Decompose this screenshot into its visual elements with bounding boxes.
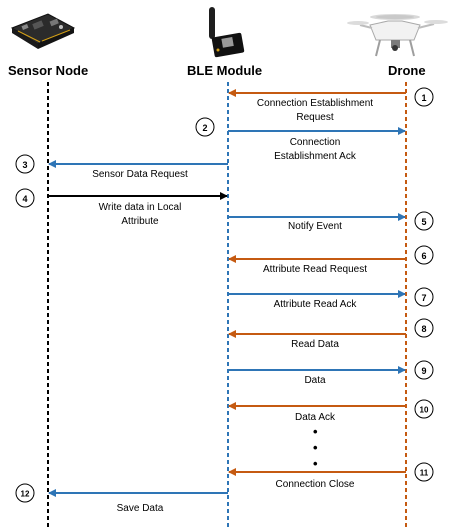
message-label-2-line1: Connection [289, 137, 341, 148]
actor-sensor-node: Sensor Node [8, 63, 89, 78]
step-badge-11: 11 [414, 462, 434, 482]
step-badge-4: 4 [15, 188, 35, 208]
message-label-2: Connection Establishment Ack [240, 136, 390, 164]
step-number: 7 [421, 293, 426, 303]
step-number: 1 [421, 93, 426, 103]
message-label-2-line2: Establishment Ack [274, 151, 356, 162]
step-number: 8 [421, 324, 426, 334]
message-label-1-line2: Request [296, 112, 334, 123]
step-number: 2 [202, 123, 207, 133]
message-label-10: Data Ack [294, 412, 336, 423]
message-label-11: Connection Close [275, 479, 355, 490]
message-label-1-line1: Connection Establishment [256, 98, 374, 109]
actor-drone: Drone [388, 63, 426, 78]
step-badge-2: 2 [195, 117, 215, 137]
step-badge-12: 12 [15, 483, 35, 503]
actor-ble-module: BLE Module [187, 63, 263, 78]
step-badge-3: 3 [15, 154, 35, 174]
step-badge-1: 1 [414, 87, 434, 107]
step-number: 3 [22, 160, 27, 170]
step-badge-10: 10 [414, 399, 434, 419]
continuation-dot: • [313, 424, 318, 439]
step-badge-8: 8 [414, 318, 434, 338]
step-number: 12 [21, 490, 30, 499]
step-number: 9 [421, 366, 426, 376]
message-label-4-line2: Attribute [121, 216, 159, 227]
message-label-4-line1: Write data in Local [98, 202, 182, 213]
message-label-5: Notify Event [288, 221, 342, 232]
message-label-7: Attribute Read Ack [273, 299, 357, 310]
step-number: 5 [421, 217, 426, 227]
step-badge-5: 5 [414, 211, 434, 231]
continuation-dot: • [313, 440, 318, 455]
step-badge-6: 6 [414, 245, 434, 265]
message-label-6: Attribute Read Request [263, 264, 367, 275]
continuation-dot: • [313, 456, 318, 471]
message-label-1: Connection Establishment Request [240, 97, 390, 125]
sensor-node-board-icon [10, 13, 76, 49]
message-label-9: Data [304, 375, 326, 386]
step-number: 11 [420, 469, 429, 478]
step-number: 6 [421, 251, 426, 261]
step-number: 4 [22, 194, 27, 204]
step-badge-9: 9 [414, 360, 434, 380]
message-label-3: Sensor Data Request [92, 169, 188, 180]
message-label-12: Save Data [116, 503, 164, 514]
step-badge-7: 7 [414, 287, 434, 307]
message-label-4: Write data in Local Attribute [60, 201, 220, 229]
step-number: 10 [420, 406, 429, 415]
ble-module-icon [209, 7, 245, 58]
drone-icon [347, 14, 448, 57]
message-label-8: Read Data [291, 339, 339, 350]
